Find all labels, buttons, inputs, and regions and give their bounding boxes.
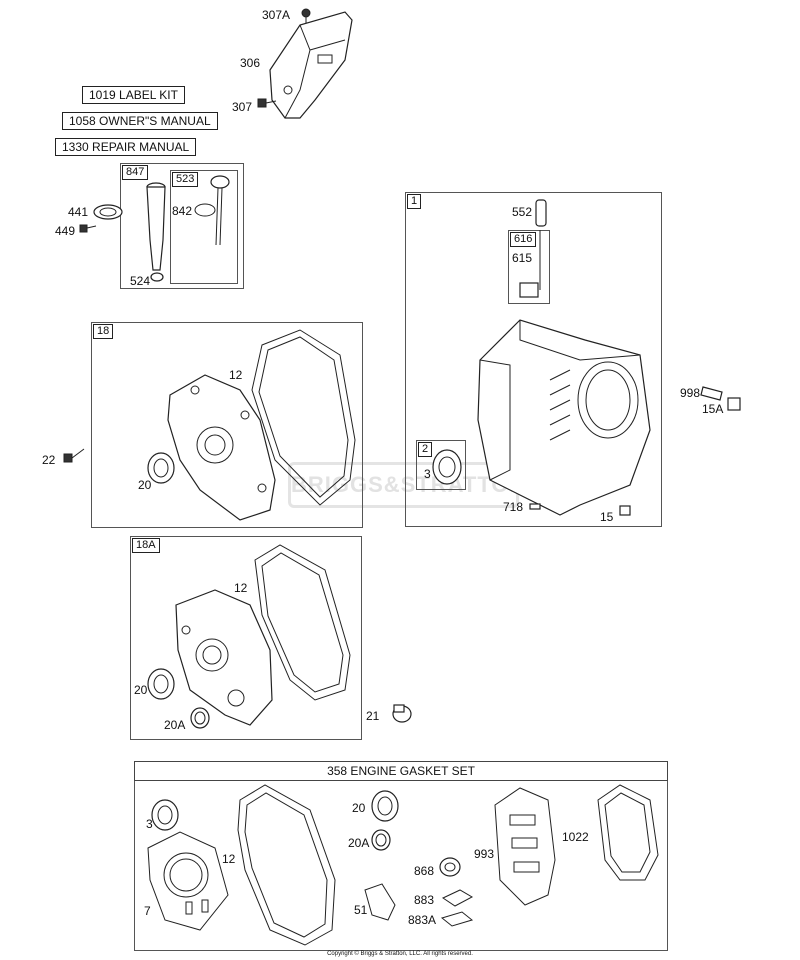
- callout-12-gasket-set[interactable]: 12: [222, 852, 236, 866]
- screw-449-icon[interactable]: [79, 224, 97, 233]
- callout-718[interactable]: 718: [503, 500, 524, 514]
- callout-3-gasket-set[interactable]: 3: [146, 817, 153, 831]
- callout-20-panel18a[interactable]: 20: [134, 683, 148, 697]
- head-gasket-7-icon[interactable]: [147, 831, 229, 931]
- callout-20a-panel18a[interactable]: 20A: [164, 718, 186, 732]
- label-kit-box[interactable]: 1019 LABEL KIT: [82, 86, 185, 104]
- gasket-883a-icon[interactable]: [440, 911, 474, 927]
- panel-847: [120, 163, 244, 289]
- panel-18A: [130, 536, 362, 740]
- callout-449[interactable]: 449: [55, 224, 76, 238]
- callout-306[interactable]: 306: [240, 56, 261, 70]
- callout-993[interactable]: 993: [474, 847, 495, 861]
- seal-20-icon[interactable]: [147, 452, 175, 484]
- washer-868-icon[interactable]: [439, 857, 461, 877]
- repair-manual-box[interactable]: 1330 REPAIR MANUAL: [55, 138, 197, 156]
- seal-20ab-icon[interactable]: [190, 707, 210, 729]
- panel-1: [405, 192, 662, 527]
- callout-20a-gasket-set[interactable]: 20A: [348, 836, 370, 850]
- callout-21[interactable]: 21: [366, 709, 380, 723]
- callout-15a[interactable]: 15A: [702, 402, 724, 416]
- box-label-18[interactable]: 18: [93, 324, 114, 339]
- callout-883[interactable]: 883: [414, 893, 435, 907]
- panel-616: [508, 230, 550, 304]
- crankcase-cover-18-icon[interactable]: [167, 374, 276, 521]
- dipstick-523-icon[interactable]: [210, 175, 230, 246]
- gasket-883-icon[interactable]: [441, 889, 474, 907]
- plug-15-icon[interactable]: [619, 505, 631, 516]
- bolt-22-icon[interactable]: [63, 448, 85, 463]
- gasket-set-title: 358 ENGINE GASKET SET: [134, 761, 668, 781]
- box-label-847[interactable]: 847: [122, 165, 149, 180]
- seal-3-icon[interactable]: [432, 449, 462, 485]
- callout-842[interactable]: 842: [172, 204, 193, 218]
- callout-441[interactable]: 441: [68, 205, 89, 219]
- stud-998-icon[interactable]: [700, 386, 723, 401]
- callout-307[interactable]: 307: [232, 100, 253, 114]
- screw-307-icon[interactable]: [257, 98, 277, 108]
- seal-3b-icon[interactable]: [151, 799, 179, 831]
- guide-552-icon[interactable]: [535, 199, 547, 227]
- box-label-616[interactable]: 616: [510, 232, 537, 247]
- callout-12-panel18a[interactable]: 12: [234, 581, 248, 595]
- seal-20c-icon[interactable]: [371, 790, 399, 822]
- brand-watermark: BRIGGS&STRATTON: [288, 462, 525, 508]
- gasket-51-icon[interactable]: [364, 883, 396, 921]
- callout-1022[interactable]: 1022: [562, 830, 589, 844]
- gasket-12a-icon[interactable]: [254, 544, 351, 701]
- breather-615-icon[interactable]: [519, 230, 541, 298]
- callout-998[interactable]: 998: [680, 386, 701, 400]
- cylinder-block-1-icon[interactable]: [477, 319, 651, 516]
- box-label-18A[interactable]: 18A: [132, 538, 160, 553]
- callout-20-panel18[interactable]: 20: [138, 478, 152, 492]
- oring-842-icon[interactable]: [194, 203, 216, 217]
- callout-868[interactable]: 868: [414, 864, 435, 878]
- callout-7[interactable]: 7: [144, 904, 151, 918]
- crankcase-cover-18a-icon[interactable]: [175, 589, 273, 726]
- seal-20b-icon[interactable]: [147, 668, 175, 700]
- gasket-993-icon[interactable]: [494, 787, 556, 906]
- box-label-2[interactable]: 2: [418, 442, 433, 457]
- clamp-441-icon[interactable]: [93, 204, 123, 220]
- callout-15[interactable]: 15: [600, 510, 614, 524]
- owners-manual-box[interactable]: 1058 OWNER"S MANUAL: [62, 112, 218, 130]
- dipstick-tube-847-icon[interactable]: [146, 182, 166, 282]
- gasket-1022-icon[interactable]: [597, 784, 659, 881]
- callout-51[interactable]: 51: [354, 903, 368, 917]
- screw-307a-icon[interactable]: [301, 8, 311, 26]
- nut-15a-icon[interactable]: [727, 397, 741, 411]
- gasket-12c-icon[interactable]: [237, 784, 336, 946]
- plug-21-icon[interactable]: [392, 704, 412, 723]
- callout-615[interactable]: 615: [512, 251, 533, 265]
- callout-3-panel2[interactable]: 3: [424, 467, 431, 481]
- callout-524[interactable]: 524: [130, 274, 151, 288]
- callout-307a[interactable]: 307A: [262, 8, 291, 22]
- seal-20ac-icon[interactable]: [371, 829, 391, 851]
- gasket-12-icon[interactable]: [251, 329, 356, 506]
- callout-20-gasket-set[interactable]: 20: [352, 801, 366, 815]
- panel-2: [416, 440, 466, 490]
- callout-22[interactable]: 22: [42, 453, 56, 467]
- pin-718-icon[interactable]: [529, 503, 541, 510]
- callout-552[interactable]: 552: [512, 205, 533, 219]
- copyright-notice: Copyright © Briggs & Stratton, LLC. All …: [327, 951, 473, 957]
- cover-306-icon[interactable]: [269, 11, 353, 119]
- panel-18: [91, 322, 363, 528]
- box-label-1[interactable]: 1: [407, 194, 422, 209]
- panel-523: [170, 170, 238, 284]
- box-label-523[interactable]: 523: [172, 172, 199, 187]
- callout-12-panel18[interactable]: 12: [229, 368, 243, 382]
- callout-883a[interactable]: 883A: [408, 913, 437, 927]
